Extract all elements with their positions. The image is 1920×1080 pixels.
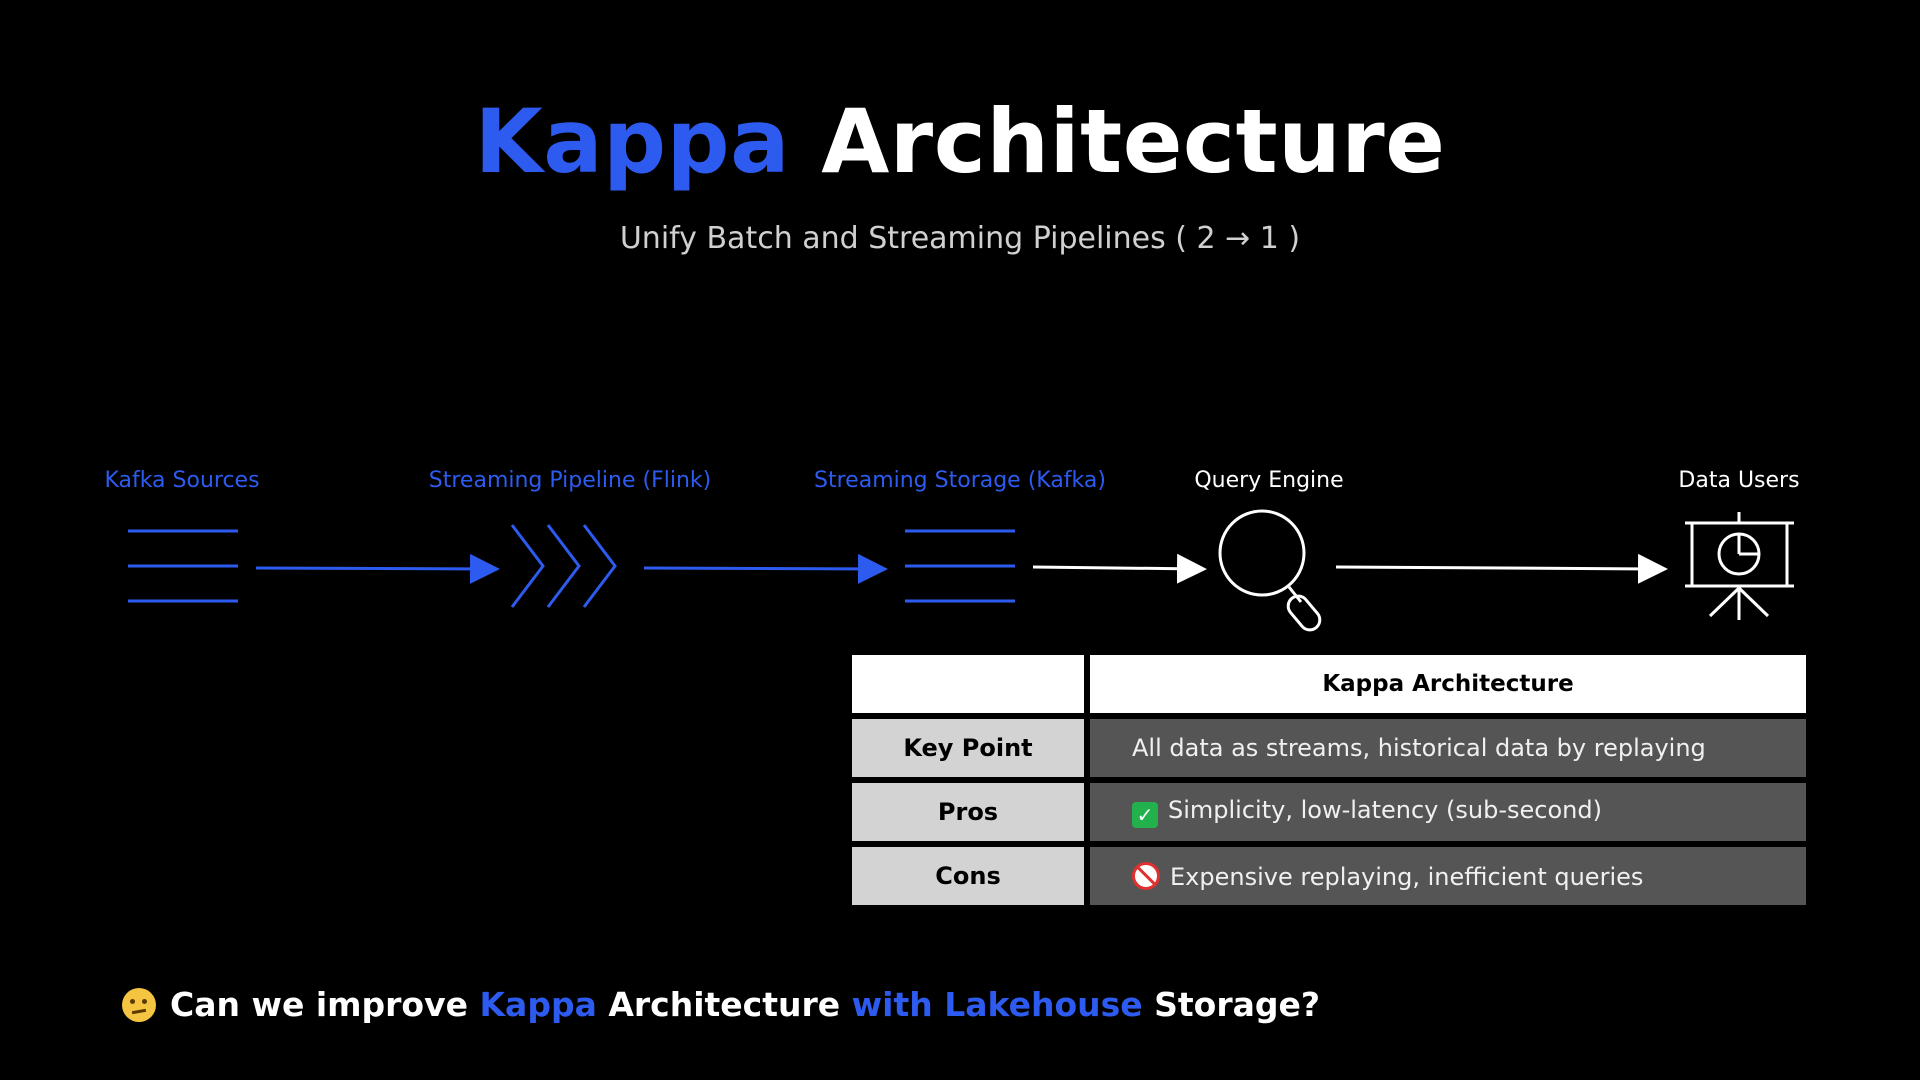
question-text-kappa: Kappa — [479, 985, 597, 1024]
row-label-key-point: Key Point — [852, 719, 1084, 777]
comparison-table: Kappa Architecture Key Point All data as… — [846, 649, 1812, 911]
title-accent: Kappa — [474, 90, 791, 193]
row-value-text: Simplicity, low-latency (sub-second) — [1168, 796, 1602, 824]
question-text-3: Storage? — [1142, 985, 1321, 1024]
node-label-streaming-storage: Streaming Storage (Kafka) — [814, 468, 1106, 493]
presentation-board-icon — [1685, 512, 1794, 620]
node-label-query-engine: Query Engine — [1194, 468, 1344, 493]
row-value-cons: Expensive replaying, inefficient queries — [1090, 847, 1806, 905]
thinking-face-icon — [122, 988, 156, 1022]
table-row: Cons Expensive replaying, inefficient qu… — [852, 847, 1806, 905]
lines-icon — [128, 529, 238, 603]
prohibited-icon — [1132, 861, 1160, 890]
table-row: Pros ✓ Simplicity, low-latency (sub-secon… — [852, 783, 1806, 841]
node-label-data-users: Data Users — [1678, 468, 1800, 493]
flow-arrow-4 — [1335, 553, 1668, 584]
row-label-cons: Cons — [852, 847, 1084, 905]
page-subtitle: Unify Batch and Streaming Pipelines ( 2 … — [619, 221, 1301, 256]
chevrons-icon — [510, 524, 617, 608]
table-header-empty — [852, 655, 1084, 713]
table-row: Key Point All data as streams, historica… — [852, 719, 1806, 777]
lines-icon — [905, 529, 1015, 603]
node-label-kafka-sources: Kafka Sources — [104, 468, 260, 493]
question-text-2: Architecture — [596, 985, 852, 1024]
node-label-streaming-pipeline: Streaming Pipeline (Flink) — [428, 468, 712, 493]
table-header-row: Kappa Architecture — [852, 655, 1806, 713]
flow-arrow-1 — [255, 553, 500, 584]
title-rest: Architecture — [821, 90, 1446, 193]
page-title: Kappa Architecture — [0, 98, 1920, 186]
table-header-title: Kappa Architecture — [1090, 655, 1806, 713]
row-value-pros: ✓ Simplicity, low-latency (sub-second) — [1090, 783, 1806, 841]
check-mark-icon: ✓ — [1132, 802, 1158, 828]
closing-question: Can we improve Kappa Architecture with L… — [122, 988, 1320, 1022]
question-text-1: Can we improve — [170, 985, 480, 1024]
row-value-text: All data as streams, historical data by … — [1132, 734, 1706, 762]
flow-arrow-3 — [1032, 553, 1207, 584]
row-value-text: Expensive replaying, inefficient queries — [1170, 862, 1644, 891]
question-text-lakehouse: with Lakehouse — [851, 985, 1143, 1024]
row-value-key-point: All data as streams, historical data by … — [1090, 719, 1806, 777]
magnifier-icon — [1218, 509, 1322, 632]
row-label-pros: Pros — [852, 783, 1084, 841]
flow-arrow-2 — [643, 553, 888, 584]
